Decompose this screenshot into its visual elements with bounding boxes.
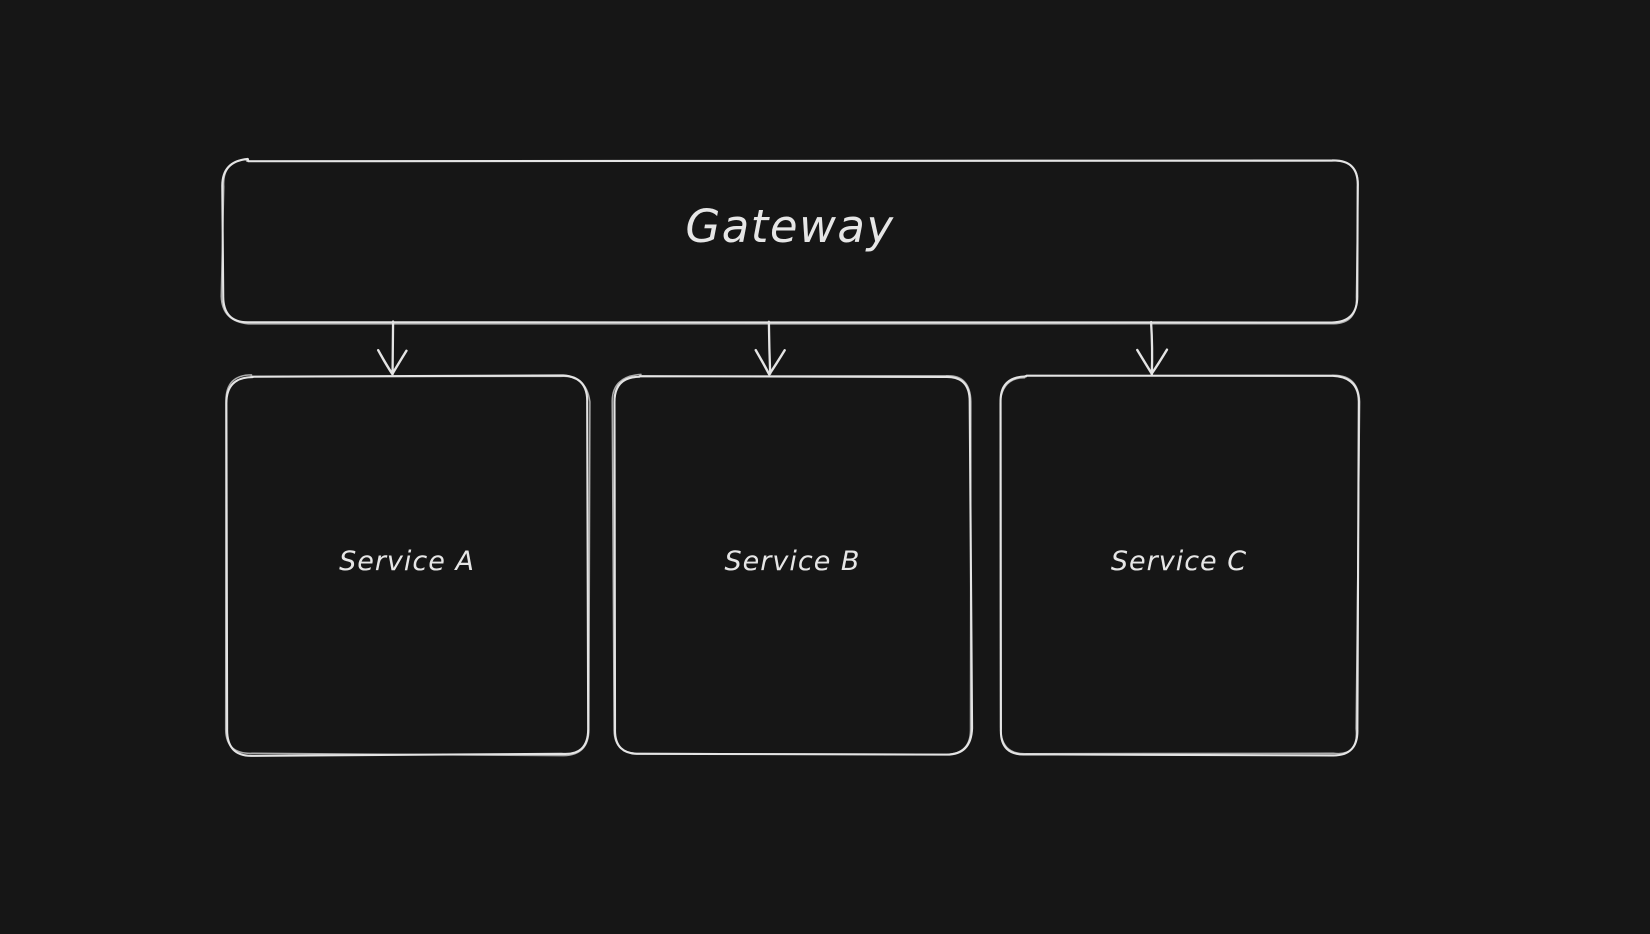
edges-layer xyxy=(376,320,1169,376)
node-label-service-a: Service A xyxy=(339,546,475,577)
node-service-c[interactable] xyxy=(999,374,1361,757)
node-label-service-b: Service B xyxy=(724,546,861,577)
node-label-gateway: Gateway xyxy=(685,200,895,253)
node-outline-overdraw-service-a xyxy=(224,374,591,757)
node-outline-overdraw-service-c xyxy=(999,374,1361,755)
edge-line-gateway-to-service-a xyxy=(391,320,395,376)
node-outline-overdraw-gateway xyxy=(220,158,1359,325)
node-outline-overdraw-service-b xyxy=(611,373,972,756)
edge-arrowhead-gateway-to-service-a xyxy=(376,349,408,376)
node-label-service-c: Service C xyxy=(1110,546,1248,577)
node-service-a[interactable] xyxy=(224,374,591,757)
node-service-b[interactable] xyxy=(611,373,974,756)
edge-arrowhead-gateway-to-service-b xyxy=(754,348,786,376)
node-gateway[interactable] xyxy=(220,157,1359,325)
edge-line-gateway-to-service-c xyxy=(1149,320,1154,376)
edge-gateway-to-service-c[interactable] xyxy=(1136,320,1169,376)
node-shapes-layer xyxy=(220,157,1361,757)
edge-gateway-to-service-a[interactable] xyxy=(376,320,408,376)
edge-gateway-to-service-b[interactable] xyxy=(754,320,786,376)
node-outline-service-c xyxy=(999,374,1360,757)
edge-arrowhead-gateway-to-service-c xyxy=(1136,348,1169,375)
edge-line-gateway-to-service-b xyxy=(767,320,772,375)
